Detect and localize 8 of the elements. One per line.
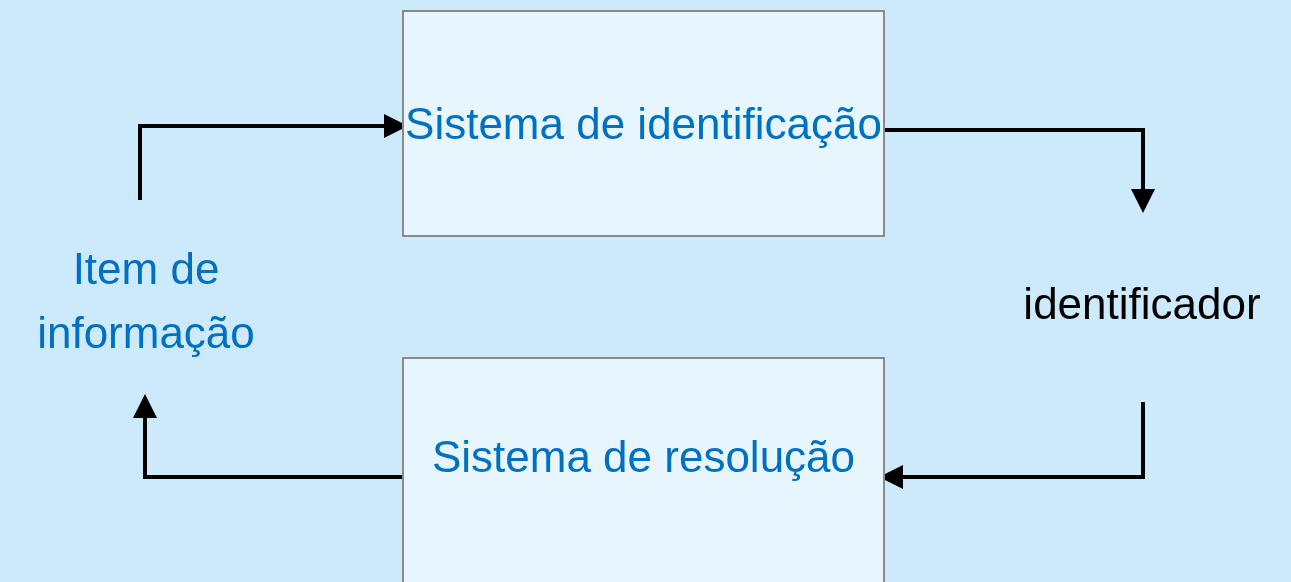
arrow [133, 394, 402, 479]
process-box [402, 10, 885, 237]
arrow [885, 128, 1155, 213]
process-box [402, 357, 885, 582]
text-label: Item de informação [36, 243, 256, 359]
text-label: identificador [1023, 277, 1261, 330]
box-label: Sistema de identificação [405, 97, 882, 150]
box-label: Sistema de resolução [431, 431, 856, 483]
